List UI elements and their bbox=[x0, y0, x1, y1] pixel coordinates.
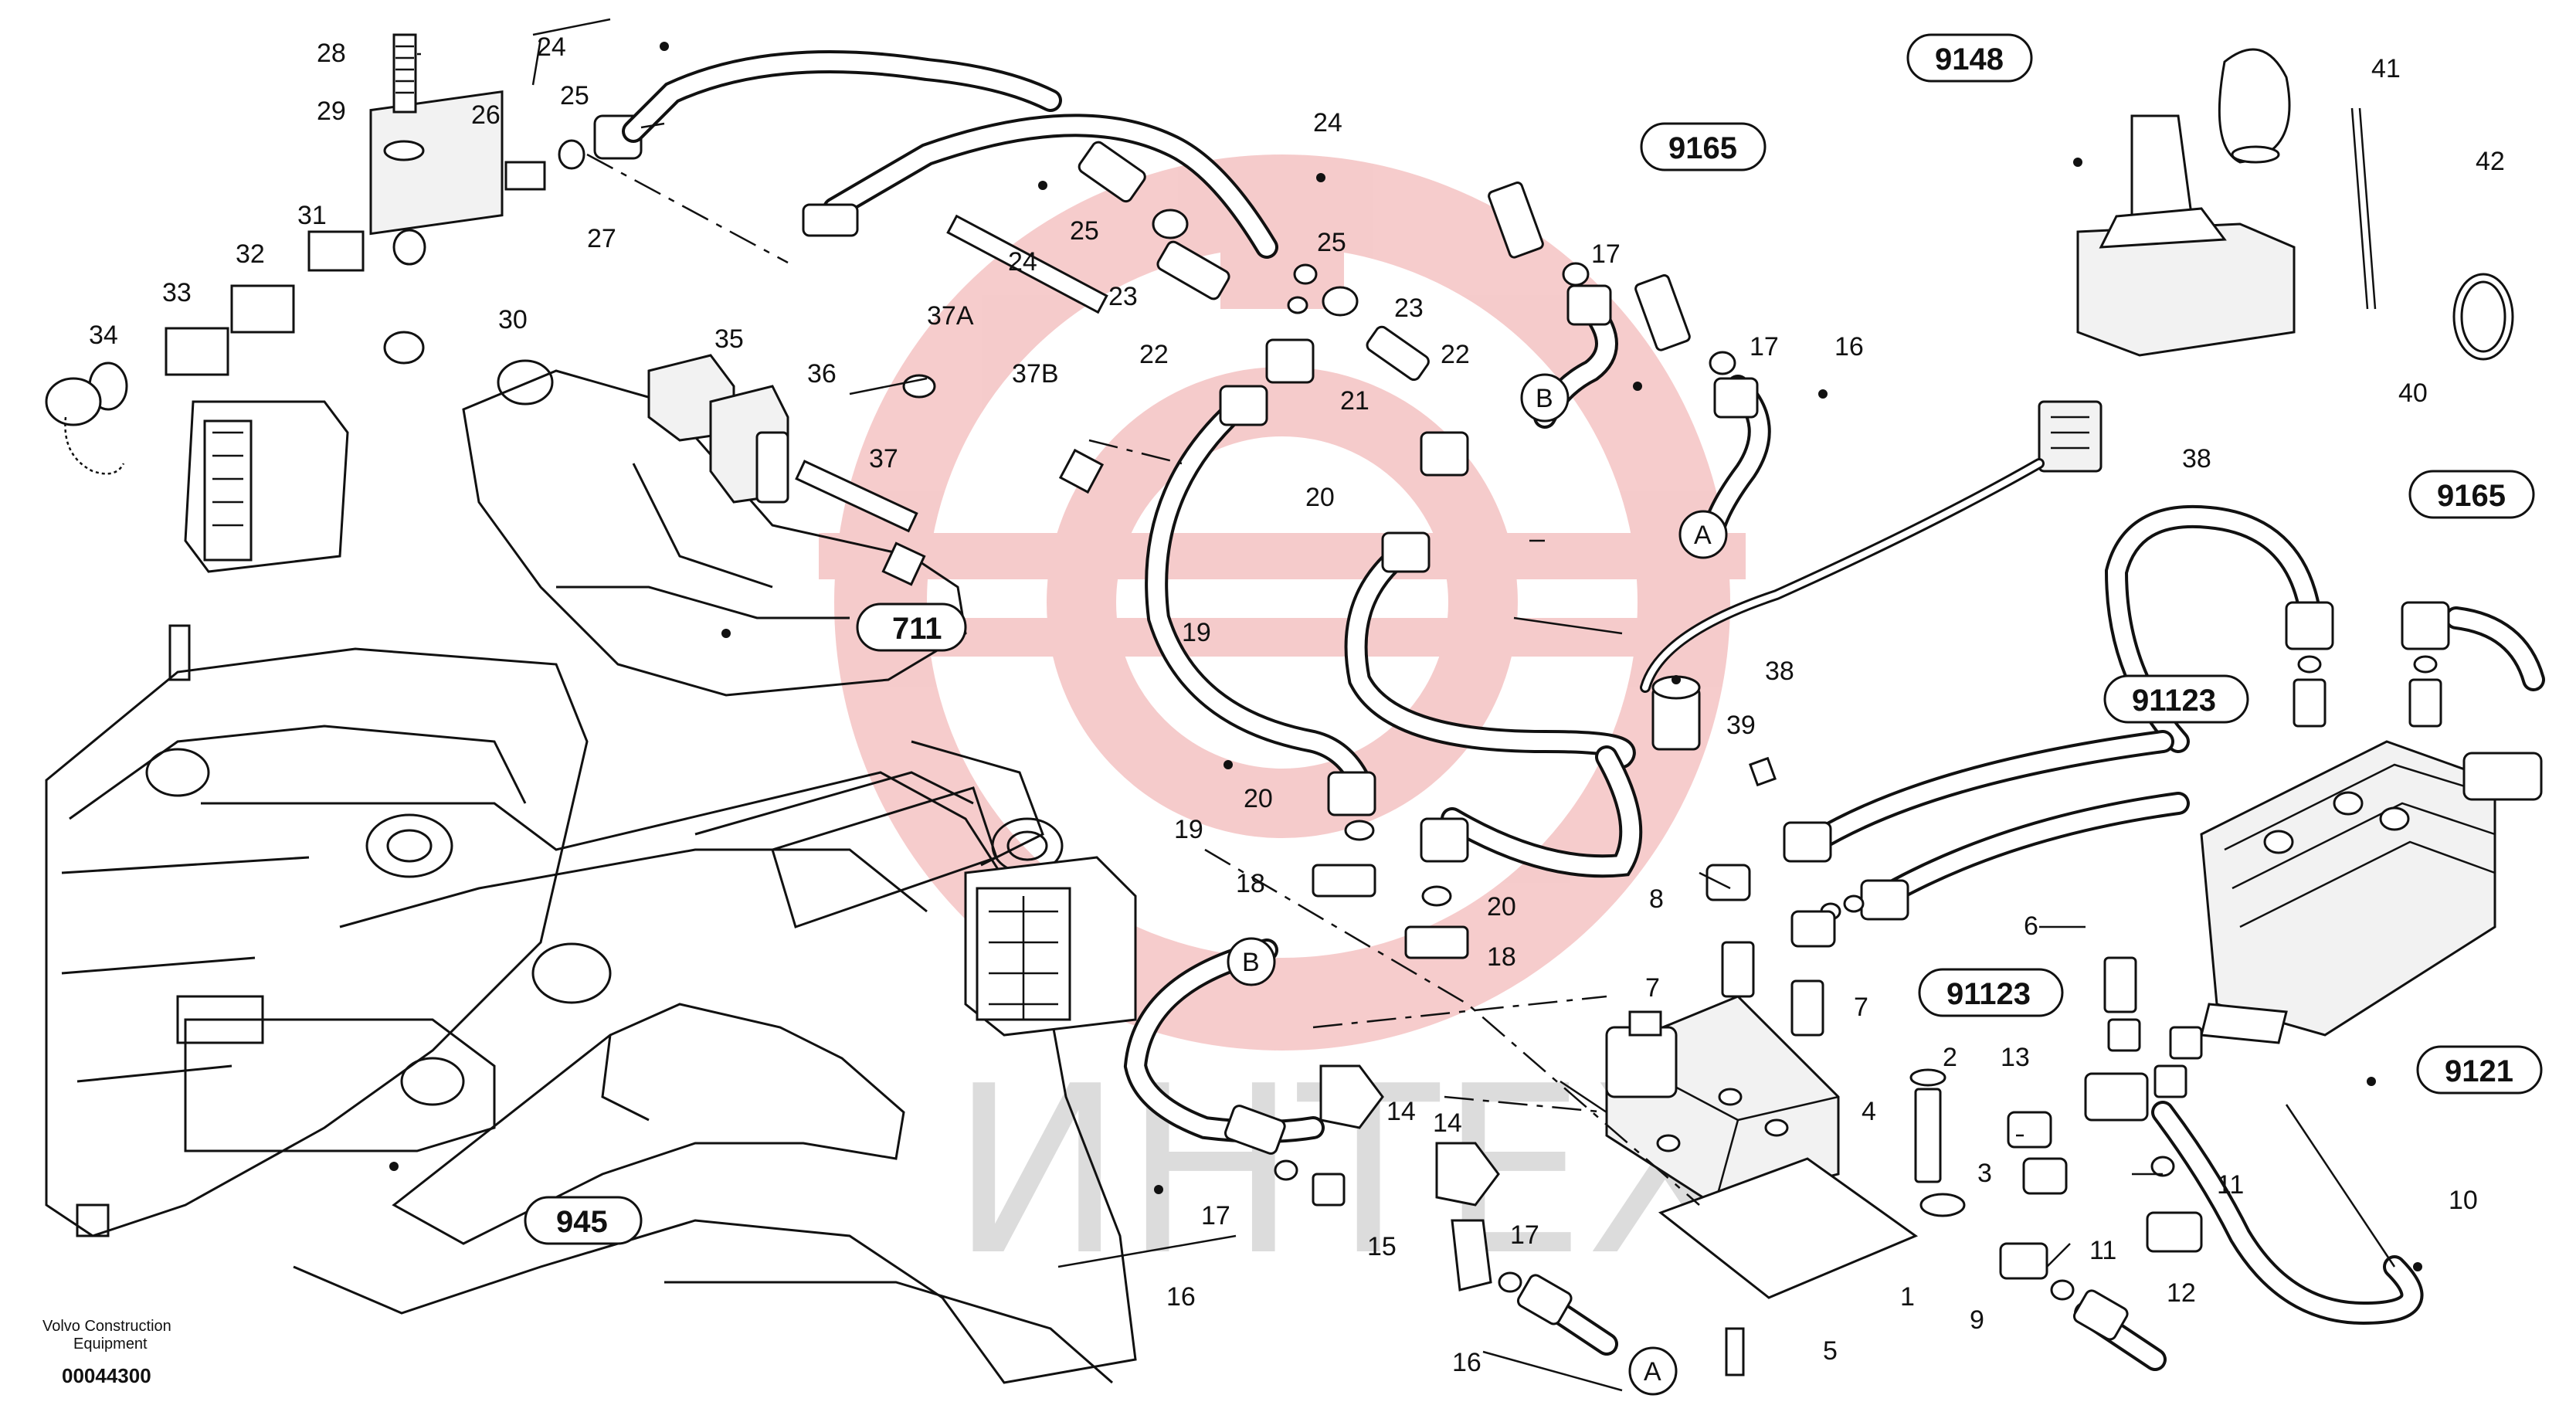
part-number: 34 bbox=[89, 321, 118, 350]
part-number: 14 bbox=[1433, 1108, 1462, 1138]
part-number: 25 bbox=[560, 81, 589, 110]
part-number: 37B bbox=[1012, 359, 1059, 389]
part-number: 17 bbox=[1201, 1201, 1230, 1230]
part-number: 20 bbox=[1244, 784, 1273, 813]
part-number: 17 bbox=[1510, 1220, 1539, 1250]
part-number: 11 bbox=[2089, 1236, 2116, 1265]
part-number: 25 bbox=[1317, 228, 1346, 257]
part-number: 3 bbox=[1977, 1159, 1992, 1188]
part-number: 35 bbox=[714, 324, 744, 354]
part-number: 28 bbox=[317, 39, 346, 68]
part-number: 22 bbox=[1441, 340, 1470, 369]
connection-marker-a: A bbox=[1694, 521, 1712, 550]
solenoid-valve-block bbox=[1312, 864, 1966, 1376]
connection-markers: B A B A bbox=[1227, 373, 1728, 1396]
part-number: 24 bbox=[1313, 108, 1342, 137]
part-number: 12 bbox=[2167, 1278, 2196, 1308]
part-number: 24 bbox=[1008, 247, 1037, 277]
ref-callout-9165: 9165 bbox=[2437, 479, 2506, 513]
brand-line-2: Equipment bbox=[73, 1336, 148, 1353]
brand-line-1: Volvo Construction bbox=[42, 1318, 171, 1335]
part-number: 38 bbox=[1765, 657, 1794, 686]
drawing-footer: Volvo Construction Equipment 00044300 bbox=[42, 1318, 171, 1387]
reference-callouts: 9148 9165 711 9165 91123 91123 9121 945 bbox=[524, 33, 2543, 1245]
center-hose-assembly bbox=[1145, 209, 1643, 959]
part-number: 7 bbox=[1645, 973, 1660, 1003]
part-number: 19 bbox=[1182, 618, 1211, 647]
part-number: 33 bbox=[162, 278, 192, 307]
joystick-assembly bbox=[2076, 48, 2514, 361]
part-number: 30 bbox=[498, 305, 528, 334]
watermark-logo bbox=[819, 154, 1746, 1051]
part-number: 16 bbox=[1834, 332, 1864, 361]
part-number: 4 bbox=[1862, 1097, 1876, 1126]
part-number: 23 bbox=[1394, 294, 1424, 323]
part-number: 38 bbox=[2182, 444, 2211, 473]
part-number: 22 bbox=[1139, 340, 1169, 369]
part-number: 19 bbox=[1174, 815, 1203, 844]
part-number: 42 bbox=[2476, 147, 2505, 176]
ref-callout-9148: 9148 bbox=[1935, 42, 2004, 76]
part-number: 9 bbox=[1970, 1305, 1984, 1335]
part-number: 5 bbox=[1823, 1336, 1838, 1366]
connection-marker-b: B bbox=[1536, 384, 1553, 413]
part-number: 26 bbox=[471, 100, 501, 130]
part-number-labels: 28 29 26 24 25 27 31 32 33 34 30 24 25 2… bbox=[89, 32, 2505, 1377]
part-number: 21 bbox=[1340, 386, 1369, 416]
part-number: 7 bbox=[1854, 993, 1868, 1022]
part-number: 17 bbox=[1591, 239, 1621, 269]
drawing-number: 00044300 bbox=[62, 1364, 151, 1387]
part-number: 16 bbox=[1452, 1348, 1481, 1377]
ref-callout-945: 945 bbox=[556, 1205, 608, 1239]
part-number: 29 bbox=[317, 97, 346, 126]
part-number: 20 bbox=[1305, 483, 1335, 512]
part-number: 1 bbox=[1900, 1282, 1915, 1312]
part-number: 25 bbox=[1070, 216, 1099, 246]
ref-callout-9165: 9165 bbox=[1668, 131, 1737, 165]
part-number: 2 bbox=[1943, 1043, 1957, 1072]
part-number: 39 bbox=[1726, 711, 1756, 740]
part-number: 40 bbox=[2398, 378, 2428, 408]
ref-callout-9121: 9121 bbox=[2445, 1054, 2513, 1088]
part-number: 13 bbox=[2001, 1043, 2030, 1072]
part-number: 24 bbox=[537, 32, 566, 62]
hose-16-assembly bbox=[1123, 182, 1771, 1356]
part-number: 41 bbox=[2371, 54, 2401, 83]
loader-frame-illustration bbox=[45, 359, 1137, 1384]
ref-callout-91123: 91123 bbox=[2132, 684, 2216, 718]
part-number: 16 bbox=[1166, 1282, 1196, 1312]
part-number: 8 bbox=[1649, 884, 1664, 914]
coupler-block-assembly bbox=[45, 33, 1278, 475]
part-number: 6 bbox=[2024, 911, 2038, 941]
part-number: 37A bbox=[927, 301, 974, 331]
part-number: 27 bbox=[587, 224, 616, 253]
leader-lines bbox=[389, 18, 2422, 1392]
ref-callout-91123: 91123 bbox=[1946, 977, 2031, 1011]
part-number: 14 bbox=[1386, 1097, 1416, 1126]
part-number: 17 bbox=[1750, 332, 1779, 361]
right-fittings-assembly bbox=[1999, 956, 2424, 1371]
harness-38 bbox=[1640, 400, 2103, 787]
ref-callout-711: 711 bbox=[892, 612, 942, 646]
part-number: 32 bbox=[236, 239, 265, 269]
control-valve-9121 bbox=[1783, 504, 2545, 1044]
part-number: 31 bbox=[297, 201, 327, 230]
part-number: 23 bbox=[1108, 282, 1138, 311]
part-number: 11 bbox=[2217, 1170, 2244, 1200]
part-number: 10 bbox=[2449, 1186, 2478, 1215]
part-number: 37 bbox=[869, 444, 898, 473]
part-number: 15 bbox=[1367, 1232, 1397, 1261]
part-number: 18 bbox=[1236, 869, 1265, 898]
part-number: 36 bbox=[807, 359, 837, 389]
part-number: 18 bbox=[1487, 942, 1516, 972]
part-number: 20 bbox=[1487, 892, 1516, 922]
connection-marker-a: A bbox=[1644, 1357, 1661, 1387]
connection-marker-b: B bbox=[1242, 948, 1260, 977]
